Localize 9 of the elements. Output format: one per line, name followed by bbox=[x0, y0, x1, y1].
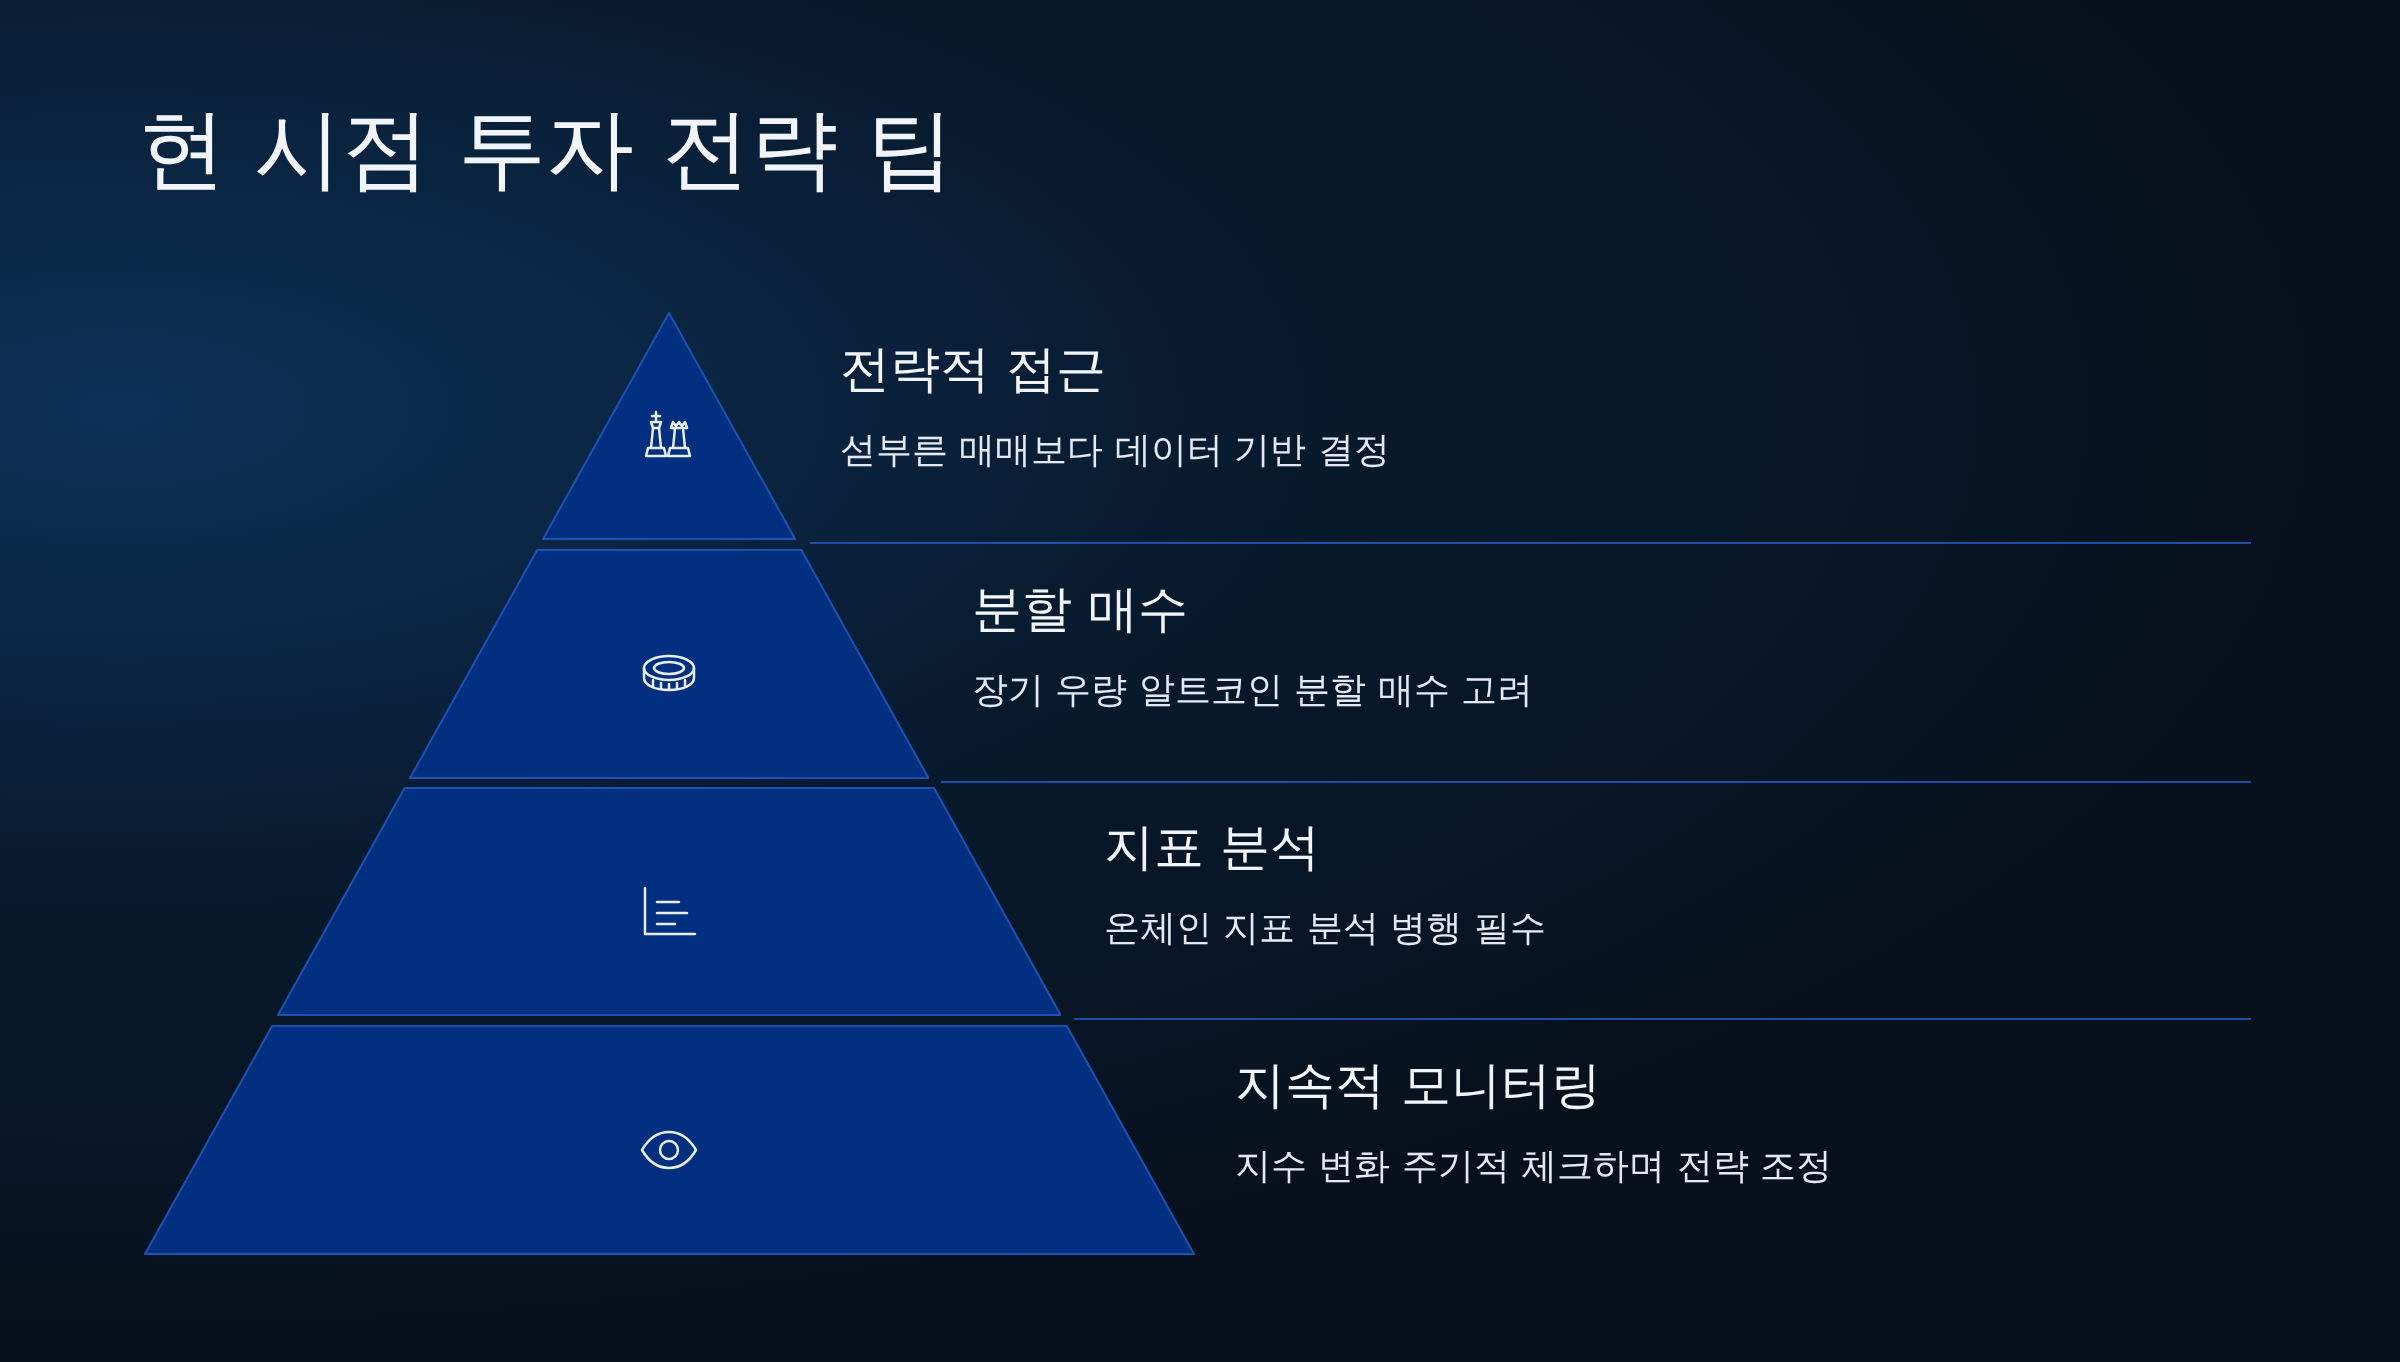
tier-heading: 지속적 모니터링 bbox=[1235, 1060, 1601, 1110]
tier-description: 장기 우량 알트코인 분할 매수 고려 bbox=[972, 672, 1534, 708]
tier-description: 지수 변화 주기적 체크하며 전략 조정 bbox=[1235, 1148, 1833, 1184]
title: 현 시점 투자 전략 팁 bbox=[138, 105, 954, 193]
tier-description: 섣부른 매매보다 데이터 기반 결정 bbox=[840, 432, 1390, 468]
tier-description: 온체인 지표 분석 병행 필수 bbox=[1104, 910, 1546, 946]
tier-heading: 분할 매수 bbox=[972, 584, 1188, 634]
tier-heading: 지표 분석 bbox=[1104, 822, 1320, 872]
tier-heading: 전략적 접근 bbox=[840, 344, 1106, 394]
